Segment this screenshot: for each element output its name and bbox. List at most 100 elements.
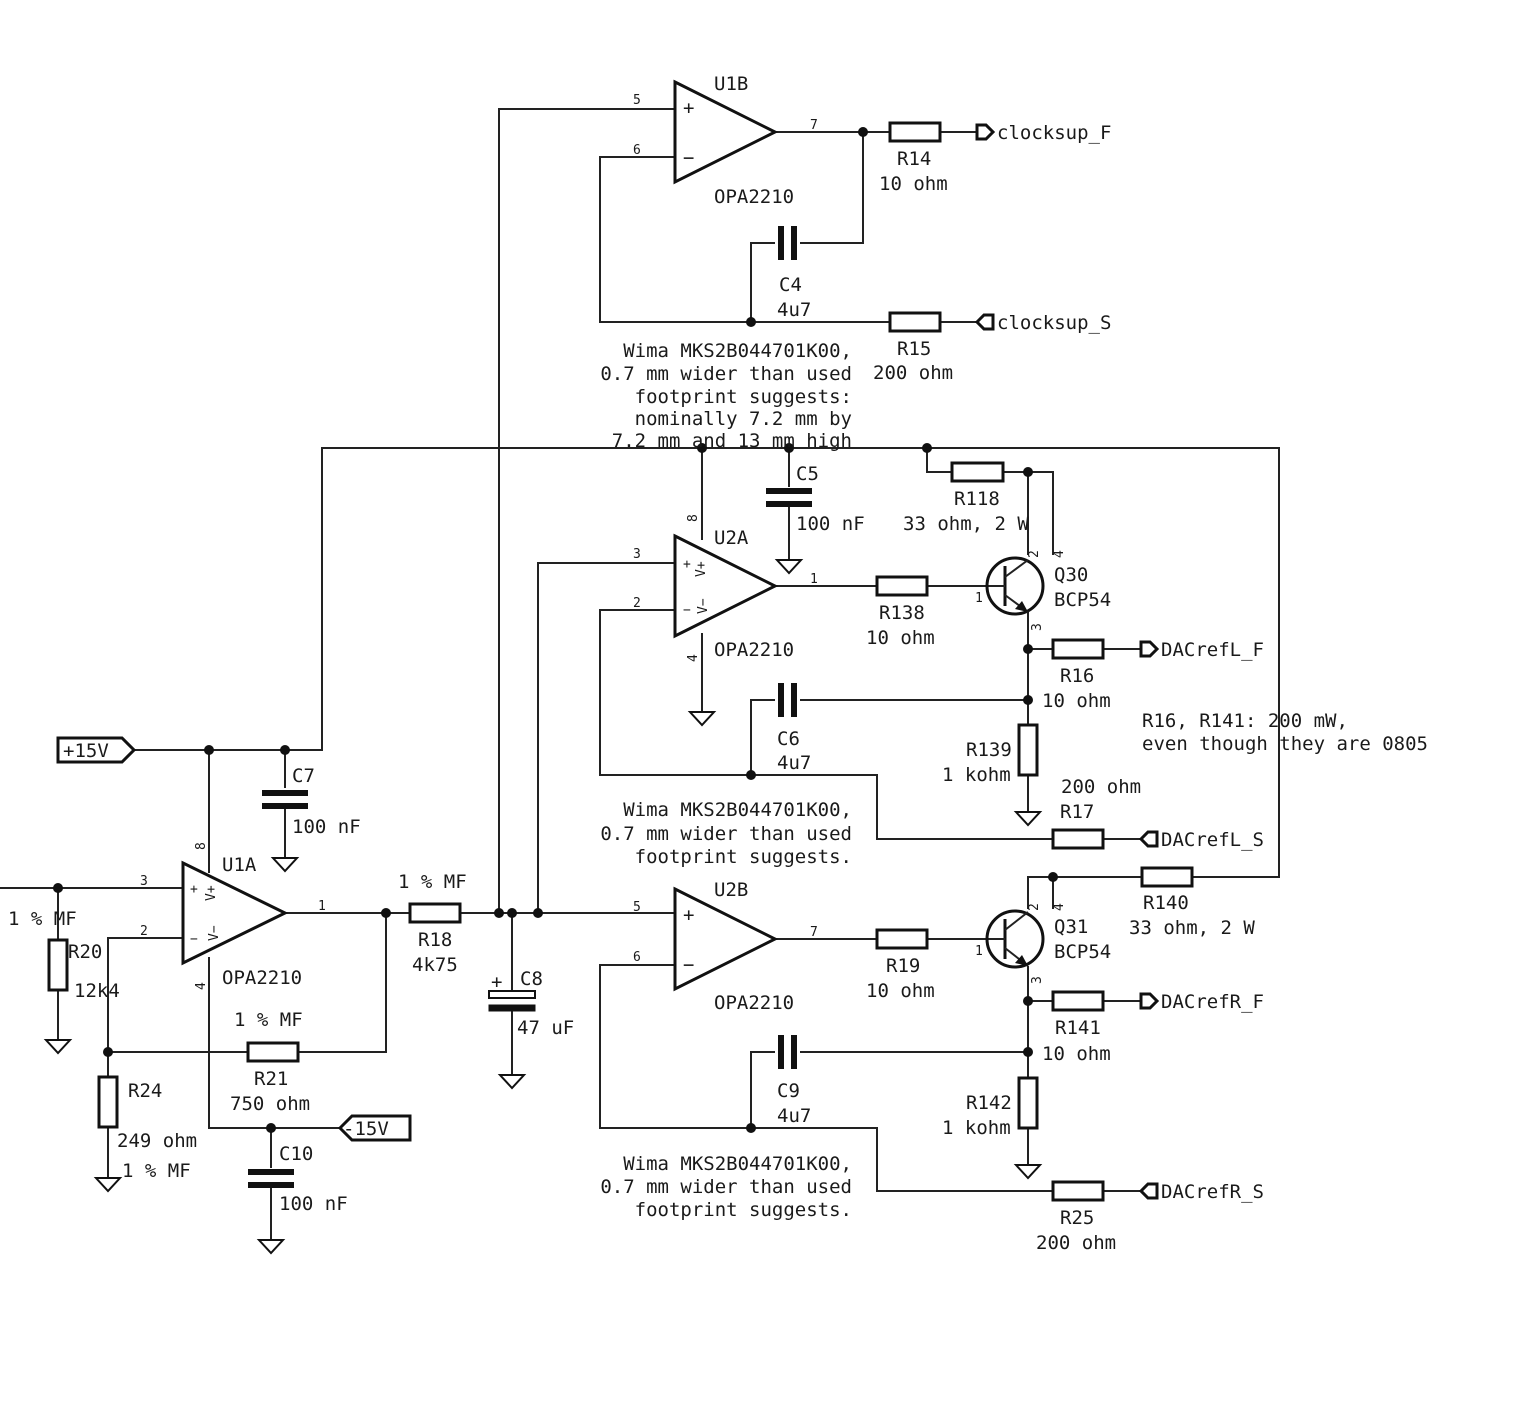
resistor-r24[interactable]: R24 249 ohm 1 % MF: [97, 1075, 197, 1182]
port-dacrefl-s[interactable]: DACrefL_S: [1138, 829, 1264, 851]
note-line: 0.7 mm wider than used: [600, 363, 852, 385]
note-line: 7.2 mm and 13 mm high: [612, 430, 852, 452]
pin-label: 3: [633, 547, 641, 562]
r21-value: 750 ohm: [230, 1093, 310, 1115]
r20-ref: R20: [68, 941, 102, 963]
r139-value: 1 kohm: [942, 764, 1011, 786]
resistor-r138[interactable]: R138 10 ohm: [866, 575, 935, 649]
power-pos-15v[interactable]: +15V: [56, 736, 137, 764]
r16-value: 10 ohm: [1042, 690, 1111, 712]
u2a-value: OPA2210: [714, 639, 794, 661]
c9-value: 4u7: [777, 1105, 811, 1127]
ground-symbols: [43, 559, 1043, 1255]
opamp-u1b[interactable]: + − 5 6 7 U1B OPA2210: [633, 73, 818, 208]
r118-value: 33 ohm, 2 W: [903, 513, 1029, 535]
pin-label: 2: [633, 596, 641, 611]
resistor-r141[interactable]: R141 10 ohm: [1042, 990, 1111, 1065]
pin-label: 4: [686, 654, 701, 662]
svg-text:−: −: [683, 603, 691, 618]
power-neg-15v[interactable]: -15V: [337, 1114, 412, 1142]
note-line: footprint suggests.: [635, 846, 852, 868]
transistor-q31[interactable]: 2 4 1 3 Q31 BCP54: [975, 903, 1111, 984]
resistor-r21[interactable]: 1 % MF R21 750 ohm: [230, 1009, 310, 1115]
port-clocksup-s[interactable]: clocksup_S: [974, 312, 1111, 334]
capacitor-c6[interactable]: C6 4u7: [777, 683, 811, 774]
c6-ref: C6: [777, 728, 800, 750]
note-line: footprint suggests.: [635, 1199, 852, 1221]
r14-ref: R14: [897, 148, 931, 170]
note-line: R16, R141: 200 mW,: [1142, 710, 1348, 732]
svg-text:−: −: [683, 954, 694, 976]
pin-label: 5: [633, 900, 641, 915]
port-dacrefr-s[interactable]: DACrefR_S: [1138, 1181, 1264, 1203]
opamp-u2a[interactable]: + − V+ V− 3 2 1 8 4 U2A OPA2210: [633, 514, 818, 662]
q31-value: BCP54: [1054, 941, 1111, 963]
ground-icon: [1013, 1164, 1043, 1180]
r138-ref: R138: [879, 602, 925, 624]
resistor-r17[interactable]: R17 200 ohm: [1051, 776, 1141, 850]
resistor-r15[interactable]: R15 200 ohm: [873, 311, 953, 384]
r15-value: 200 ohm: [873, 362, 953, 384]
u1b-value: OPA2210: [714, 186, 794, 208]
note-line: 0.7 mm wider than used: [600, 1176, 852, 1198]
note-line: even though they are 0805: [1142, 733, 1428, 755]
pin-label: 1: [975, 944, 983, 959]
svg-text:V+: V+: [204, 885, 219, 901]
r19-value: 10 ohm: [866, 980, 935, 1002]
note-line: Wima MKS2B044701K00,: [623, 1153, 852, 1175]
r142-ref: R142: [966, 1092, 1012, 1114]
note-line: Wima MKS2B044701K00,: [623, 799, 852, 821]
pin-label: 4: [1052, 550, 1067, 558]
note-line: nominally 7.2 mm by: [635, 408, 852, 430]
r24-value: 249 ohm: [117, 1130, 197, 1152]
pin-label: 4: [1052, 903, 1067, 911]
svg-text:−: −: [190, 932, 198, 947]
port-dacrefl-f[interactable]: DACrefL_F: [1139, 639, 1264, 661]
ground-icon: [93, 1177, 123, 1193]
power-pos-label: +15V: [63, 740, 109, 762]
r25-ref: R25: [1060, 1207, 1094, 1229]
port-label: DACrefR_F: [1161, 991, 1264, 1013]
pin-label: 8: [194, 842, 209, 850]
resistor-r25[interactable]: R25 200 ohm: [1036, 1180, 1116, 1254]
q30-ref: Q30: [1054, 564, 1088, 586]
resistor-r118[interactable]: R118 33 ohm, 2 W: [903, 461, 1029, 535]
resistor-r140[interactable]: R140 33 ohm, 2 W: [1129, 866, 1255, 939]
resistor-r139[interactable]: R139 1 kohm: [942, 723, 1039, 786]
svg-text:V−: V−: [696, 598, 711, 614]
resistor-r19[interactable]: R19 10 ohm: [866, 928, 935, 1002]
r118-ref: R118: [954, 488, 1000, 510]
port-dacrefr-f[interactable]: DACrefR_F: [1139, 991, 1264, 1013]
c10-value: 100 nF: [279, 1193, 348, 1215]
note-line: 0.7 mm wider than used: [600, 823, 852, 845]
transistor-q30[interactable]: 2 4 1 3 Q30 BCP54: [975, 550, 1111, 631]
c5-ref: C5: [796, 463, 819, 485]
resistor-r18[interactable]: 1 % MF R18 4k75: [398, 871, 467, 976]
ground-icon: [256, 1239, 286, 1255]
resistor-r142[interactable]: R142 1 kohm: [942, 1076, 1039, 1139]
c8-value: 47 uF: [517, 1017, 574, 1039]
opamp-u2b[interactable]: + − 5 6 7 U2B OPA2210: [633, 879, 818, 1014]
capacitor-c4[interactable]: C4 4u7: [777, 226, 811, 321]
capacitor-c9[interactable]: C9 4u7: [777, 1035, 811, 1127]
r140-value: 33 ohm, 2 W: [1129, 917, 1255, 939]
c6-value: 4u7: [777, 752, 811, 774]
note-line: footprint suggests:: [635, 386, 852, 408]
pin-label: 7: [810, 118, 818, 133]
opamp-u1a[interactable]: + − V+ V− 3 2 1 8 4 U1A OPA2210: [140, 842, 326, 990]
r19-ref: R19: [886, 955, 920, 977]
capacitor-c7[interactable]: C7 100 nF: [262, 765, 361, 838]
svg-text:V+: V+: [694, 561, 709, 577]
svg-text:+: +: [491, 971, 502, 993]
port-label: DACrefL_F: [1161, 639, 1264, 661]
capacitor-c5[interactable]: C5 100 nF: [766, 463, 865, 535]
capacitor-c10[interactable]: C10 100 nF: [248, 1143, 348, 1215]
svg-text:+: +: [683, 904, 694, 926]
c4-ref: C4: [779, 274, 802, 296]
resistor-r14[interactable]: R14 10 ohm: [879, 121, 948, 195]
port-clocksup-f[interactable]: clocksup_F: [975, 122, 1111, 144]
capacitor-c8[interactable]: + C8 47 uF: [488, 968, 574, 1039]
c5-value: 100 nF: [796, 513, 865, 535]
resistor-r16[interactable]: R16 10 ohm: [1042, 638, 1111, 712]
resistor-r20[interactable]: 1 % MF R20 12k4: [8, 908, 120, 1002]
